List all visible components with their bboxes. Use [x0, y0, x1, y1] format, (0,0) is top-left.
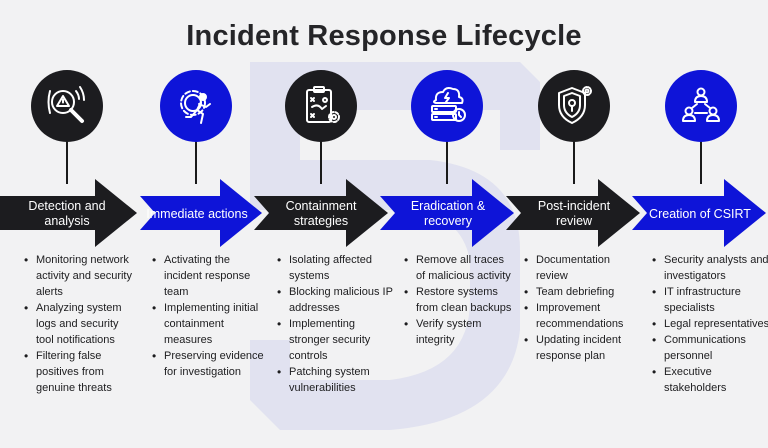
bullet-item: Executive stakeholders	[652, 364, 768, 396]
bullet-item: Analyzing system logs and security tool …	[24, 300, 136, 348]
stage-2-bullets: Activating the incident response team Im…	[150, 252, 264, 380]
stage-label-2: Immediate actions	[146, 206, 248, 221]
bullet-item: Preserving evidence for investigation	[152, 348, 264, 380]
arrow-6	[632, 179, 766, 247]
stage-6-bullets: Security analysts and investigators IT i…	[650, 252, 768, 396]
bullet-item: Improvement recommendations	[524, 300, 638, 332]
stage-1-bullets: Monitoring network activity and security…	[22, 252, 136, 396]
bullet-item: Security analysts and investigators	[652, 252, 768, 284]
stage-label-5: Post-incident review	[537, 199, 611, 228]
stage-4-bullets: Remove all traces of malicious activity …	[402, 252, 516, 348]
stem-6	[700, 140, 702, 184]
bullet-item: Communications personnel	[652, 332, 768, 364]
stem-5	[573, 140, 575, 184]
cloud-server-restore-icon	[411, 70, 483, 142]
bullet-item: Monitoring network activity and security…	[24, 252, 136, 300]
stage-label-3: Containment strategies	[285, 199, 357, 228]
bullet-item: Verify system integrity	[404, 316, 516, 348]
bullet-item: Remove all traces of malicious activity	[404, 252, 516, 284]
stage-label-4: Eradication & recovery	[410, 199, 486, 228]
process-arrows	[0, 179, 766, 247]
magnifier-alert-icon	[31, 70, 103, 142]
stage-label-6: Creation of CSIRT	[649, 206, 751, 221]
bullet-item: Legal representatives	[652, 316, 768, 332]
arrow-2	[140, 179, 262, 247]
team-network-icon	[665, 70, 737, 142]
bullet-item: Updating incident response plan	[524, 332, 638, 364]
bullet-item: Implementing initial containment measure…	[152, 300, 264, 348]
arrow-5	[506, 179, 640, 247]
bullet-item: Filtering false positives from genuine t…	[24, 348, 136, 396]
stem-4	[446, 140, 448, 184]
bullet-item: Restore systems from clean backups	[404, 284, 516, 316]
stem-2	[195, 140, 197, 184]
stage-label-1: Detection and analysis	[28, 199, 106, 228]
clipboard-strategy-icon	[285, 70, 357, 142]
shield-lock-review-icon	[538, 70, 610, 142]
arrow-3	[254, 179, 388, 247]
bullet-item: Team debriefing	[524, 284, 638, 300]
bullet-item: Blocking malicious IP addresses	[277, 284, 397, 316]
bullet-item: Implementing stronger security controls	[277, 316, 397, 364]
bullet-item: Documentation review	[524, 252, 638, 284]
bullet-item: Patching system vulnerabilities	[277, 364, 397, 396]
page-title: Incident Response Lifecycle	[186, 20, 582, 52]
bullet-item: Activating the incident response team	[152, 252, 264, 300]
stem-1	[66, 140, 68, 184]
stage-3-bullets: Isolating affected systems Blocking mali…	[275, 252, 397, 396]
stage-5-bullets: Documentation review Team debriefing Imp…	[522, 252, 638, 364]
bullet-item: Isolating affected systems	[277, 252, 397, 284]
arrow-4	[380, 179, 514, 247]
arrow-1	[0, 179, 137, 247]
gear-runner-icon	[160, 70, 232, 142]
bullet-item: IT infrastructure specialists	[652, 284, 768, 316]
stem-3	[320, 140, 322, 184]
